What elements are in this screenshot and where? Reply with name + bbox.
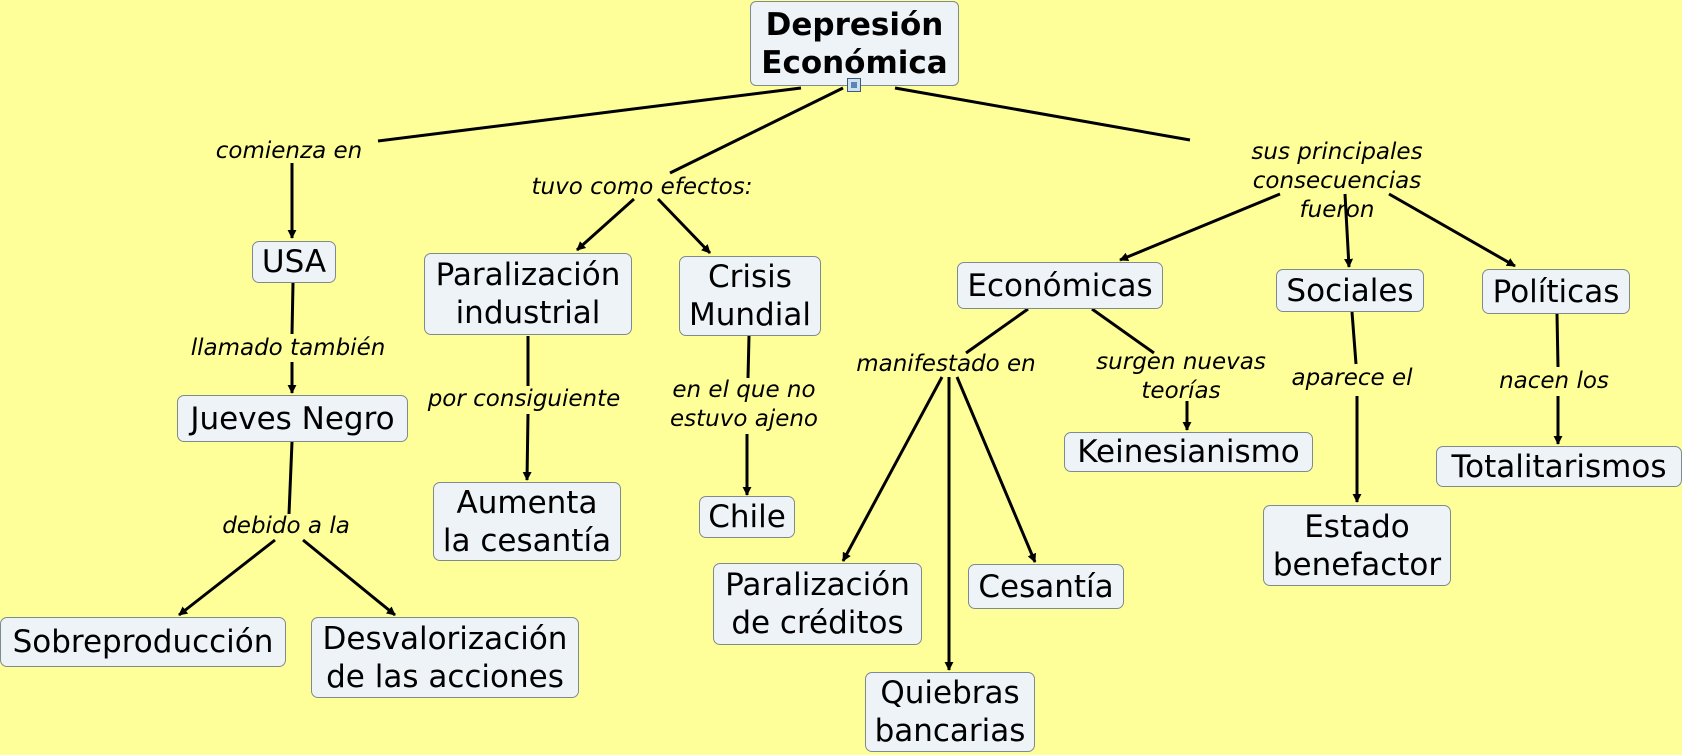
link-debido-a-la: debido a la	[222, 513, 350, 539]
edge-consiguiente-aumenta	[522, 413, 532, 481]
edge-manif-paralcred	[841, 376, 944, 562]
link-sus-principales-consecuencias: sus principales consecuencias fueron	[1251, 139, 1423, 223]
concept-paralizacion-creditos[interactable]: Paralización de créditos	[713, 563, 922, 645]
edge-sociales-aparece	[1350, 311, 1358, 365]
concept-economicas[interactable]: Económicas	[957, 262, 1163, 309]
concept-aumenta-cesantia[interactable]: Aumenta la cesantía	[433, 482, 621, 561]
concept-cesantia[interactable]: Cesantía	[968, 564, 1124, 609]
concept-crisis-mundial[interactable]: Crisis Mundial	[679, 256, 821, 336]
concept-chile[interactable]: Chile	[699, 496, 795, 538]
link-en-el-que-no-estuvo-ajeno: en el que no estuvo ajeno	[669, 377, 819, 432]
edge-econ-manifestado	[965, 307, 1029, 355]
edge-manif-cesantia	[955, 376, 1037, 563]
concept-politicas[interactable]: Políticas	[1482, 269, 1630, 314]
concept-desvalorizacion[interactable]: Desvalorización de las acciones	[311, 617, 579, 698]
edge-root-consecuencias	[894, 86, 1191, 142]
concept-paralizacion-industrial[interactable]: Paralización industrial	[424, 253, 632, 335]
link-por-consiguiente: por consiguiente	[427, 386, 621, 412]
link-aparece-el: aparece el	[1291, 365, 1413, 391]
edge-debido-desval	[302, 538, 396, 617]
edge-politicas-nacen	[1555, 313, 1560, 368]
link-surgen-nuevas-teorias: surgen nuevas teorías	[1096, 349, 1266, 404]
link-comienza-en: comienza en	[215, 138, 363, 164]
link-manifestado-en: manifestado en	[856, 351, 1036, 377]
edge-cons-sociales	[1343, 193, 1354, 268]
edge-root-comienza	[377, 86, 802, 143]
edge-usa-llamado	[290, 282, 295, 335]
edge-efectos-paral	[575, 197, 636, 252]
edge-cons-economicas	[1119, 192, 1281, 262]
concept-quiebras-bancarias[interactable]: Quiebras bancarias	[865, 672, 1035, 752]
edge-efectos-crisis	[656, 197, 712, 255]
concept-sobreproduccion[interactable]: Sobreproducción	[0, 617, 286, 667]
edge-cons-politicas	[1388, 192, 1516, 268]
resource-icon[interactable]	[847, 78, 861, 92]
concept-totalitarismos[interactable]: Totalitarismos	[1436, 446, 1682, 487]
edge-jueves-debido	[287, 441, 294, 515]
link-tuvo-como-efectos: tuvo como efectos:	[531, 174, 753, 200]
concept-depresion-economica[interactable]: Depresión Económica	[750, 1, 959, 86]
concept-usa[interactable]: USA	[252, 241, 336, 283]
edge-root-efectos	[669, 86, 844, 175]
edge-debido-sobre	[178, 538, 276, 617]
concept-sociales[interactable]: Sociales	[1276, 269, 1424, 312]
edge-econ-surgen	[1091, 307, 1155, 355]
concept-estado-benefactor[interactable]: Estado benefactor	[1263, 505, 1451, 586]
concept-keinesianismo[interactable]: Keinesianismo	[1064, 432, 1313, 472]
concept-jueves-negro[interactable]: Jueves Negro	[177, 395, 408, 442]
edge-crisis-ajeno	[746, 335, 751, 379]
link-nacen-los: nacen los	[1499, 368, 1609, 394]
link-llamado-tambien: llamado también	[190, 335, 386, 361]
